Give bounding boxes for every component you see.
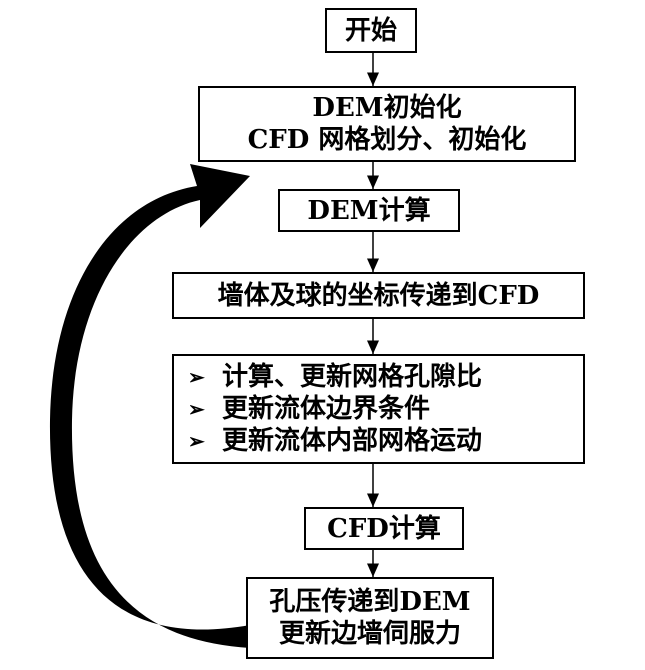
dem-calc-label: DEM计算 xyxy=(307,195,431,226)
cfd-calc-label: CFD计算 xyxy=(327,513,441,544)
update-box: ➢ 计算、更新网格孔隙比 ➢ 更新流体边界条件 ➢ 更新流体内部网格运动 xyxy=(172,354,585,464)
cfd-calc-box: CFD计算 xyxy=(304,507,464,550)
start-label: 开始 xyxy=(344,15,397,46)
update-item-text: 更新流体边界条件 xyxy=(222,394,431,424)
update-item: ➢ 计算、更新网格孔隙比 xyxy=(188,361,482,393)
arrow-bullet-icon: ➢ xyxy=(188,397,205,421)
loop-back-arrow xyxy=(49,164,250,648)
arrow-bullet-icon: ➢ xyxy=(188,365,205,389)
dem-calc-box: DEM计算 xyxy=(278,189,460,232)
transfer-box: 墙体及球的坐标传递到CFD xyxy=(172,272,585,319)
init-line2: CFD 网格划分、初始化 xyxy=(247,125,527,155)
update-item-text: 计算、更新网格孔隙比 xyxy=(222,362,483,392)
init-box: DEM初始化 CFD 网格划分、初始化 xyxy=(198,86,576,162)
start-box: 开始 xyxy=(325,8,417,53)
update-item-text: 更新流体内部网格运动 xyxy=(222,426,483,456)
feedback-line2: 更新边墙伺服力 xyxy=(278,619,461,649)
arrow-bullet-icon: ➢ xyxy=(188,429,205,453)
update-item: ➢ 更新流体内部网格运动 xyxy=(188,425,482,457)
transfer-label: 墙体及球的坐标传递到CFD xyxy=(217,280,540,311)
feedback-line1: 孔压传递到DEM xyxy=(269,587,471,617)
init-line1: DEM初始化 xyxy=(312,93,462,123)
update-item: ➢ 更新流体边界条件 xyxy=(188,393,430,425)
feedback-box: 孔压传递到DEM 更新边墙伺服力 xyxy=(246,577,494,659)
